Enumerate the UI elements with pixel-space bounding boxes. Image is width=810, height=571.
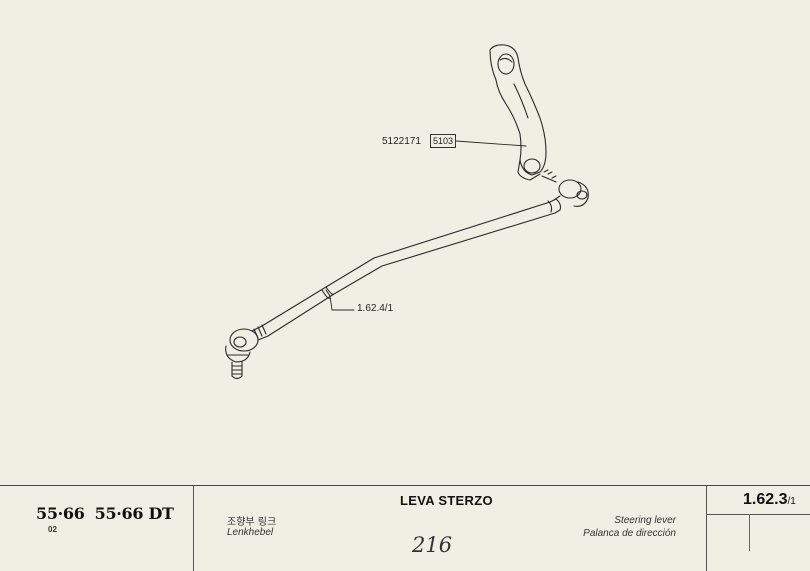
page-number: 1.62.3/1 (743, 491, 796, 509)
title-korean: 조향부 링크 (227, 517, 277, 528)
model-secondary: 55·66 DT (94, 504, 174, 523)
title-english: Steering lever (614, 515, 676, 526)
model-numbers: 55·66 55·66 DT (36, 504, 174, 523)
steering-lever-drawing (225, 44, 589, 380)
part-code-box: 5103 (430, 134, 456, 148)
upper-ball-joint (541, 169, 589, 207)
model-primary: 55·66 (36, 504, 85, 523)
page-number-suffix: /1 (787, 496, 796, 507)
handwritten-note: 216 (412, 533, 453, 557)
leader-lines (329, 140, 527, 311)
page-number-main: 1.62.3 (743, 491, 788, 508)
page-number-divider (749, 514, 750, 551)
title-german: Lenkhebel (227, 527, 274, 538)
reference-figure-label: 1.62.4/1 (357, 303, 394, 314)
title-spanish: Palanca de dirección (583, 528, 676, 539)
title-block: 55·66 55·66 DT 02 LEVA STERZO 조향부 링크 Lenk… (0, 485, 810, 571)
title-block-divider (706, 486, 707, 571)
title-italian: LEVA STERZO (400, 493, 493, 508)
title-block-divider (193, 486, 194, 571)
page-number-divider (706, 514, 810, 515)
drop-arm (489, 44, 547, 181)
part-number-label: 5122171 (382, 136, 421, 147)
model-variant: 02 (48, 525, 57, 534)
drag-link-bar (261, 198, 562, 337)
lower-ball-joint (225, 328, 259, 380)
